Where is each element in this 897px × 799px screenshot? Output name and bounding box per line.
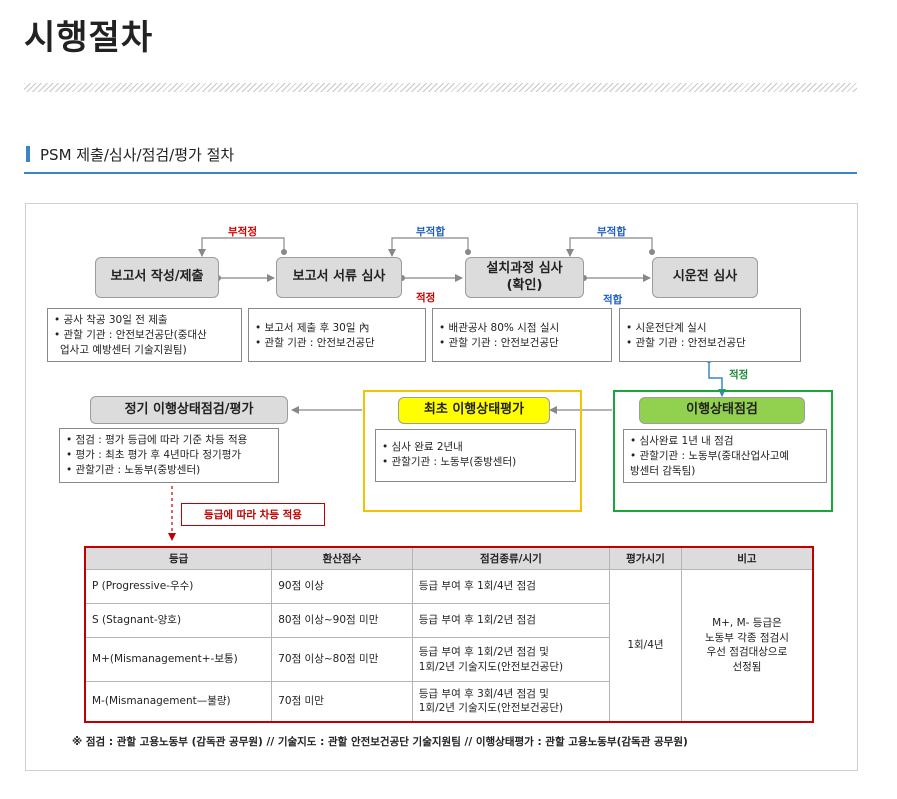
note-line: • 공사 착공 30일 전 제출 <box>54 314 168 326</box>
note-line: 업사고 예방센터 기술지원팀) <box>60 344 187 357</box>
cell-grade: M+(Mismanagement+-보통) <box>84 637 273 682</box>
table-row: S (Stagnant-양호) 80점 이상~90점 미만 등급 부여 후 1회… <box>84 603 813 638</box>
note-line: • 심사 완료 2년내 <box>382 441 463 453</box>
note-line: • 관할 기관 : 안전보건공단 <box>255 337 375 350</box>
note-line: • 시운전단계 실시 <box>626 322 707 334</box>
cell-check: 등급 부여 후 1회/2년 점검 <box>411 603 611 638</box>
remark-line: 우선 점검대상으로 <box>706 646 788 659</box>
cell-remarks: M+, M- 등급은 노동부 각종 점검시 우선 점검대상으로 선정됨 <box>680 569 814 722</box>
note-line: • 관할 기관 : 안전보건공단 <box>439 337 559 350</box>
label-pass-2: 적합 <box>603 294 623 306</box>
cell-check-line: 1회/2년 기술지도(안전보건공단) <box>418 660 564 673</box>
cell-check: 등급 부여 후 3회/4년 점검 및 1회/2년 기술지도(안전보건공단) <box>411 681 611 722</box>
cell-score: 80점 이상~90점 미만 <box>271 603 413 638</box>
cell-score: 70점 미만 <box>271 681 413 722</box>
table-row: P (Progressive-우수) 90점 이상 등급 부여 후 1회/4년 … <box>84 569 814 722</box>
step-regular-inspection: 정기 이행상태점검/평가 <box>90 396 288 424</box>
note-line: • 보고서 제출 후 30일 內 <box>255 322 370 334</box>
note-installation-review: • 배관공사 80% 시점 실시 • 관할 기관 : 안전보건공단 <box>432 308 612 362</box>
cell-score: 90점 이상 <box>271 569 413 604</box>
label-fail-2: 부적합 <box>416 226 445 238</box>
note-trial-run-review: • 시운전단계 실시 • 관할 기관 : 안전보건공단 <box>619 308 801 362</box>
cell-check-line: 등급 부여 후 1회/4년 점검 <box>418 580 536 593</box>
table-header-row: 등급 환산점수 점검종류/시기 평가시기 비고 <box>84 546 814 570</box>
cell-grade: P (Progressive-우수) <box>84 569 273 604</box>
cell-grade: M-(Mismanagement—불량) <box>84 681 273 722</box>
cell-check-line: 등급 부여 후 1회/2년 점검 <box>418 614 536 627</box>
col-header-grade: 등급 <box>84 546 273 570</box>
implementation-inspection-frame <box>613 390 833 512</box>
step-implementation-inspection-label: 이행상태점검 <box>686 402 758 418</box>
section-title: PSM 제출/심사/점검/평가 절차 <box>40 146 235 164</box>
note-report-submit: • 공사 착공 30일 전 제출 • 관할 기관 : 안전보건공단(중대산 업사… <box>47 308 242 362</box>
cell-check: 등급 부여 후 1회/4년 점검 <box>411 569 611 604</box>
note-line: • 심사완료 1년 내 점검 <box>630 435 734 447</box>
cell-check: 등급 부여 후 1회/2년 점검 및 1회/2년 기술지도(안전보건공단) <box>411 637 611 682</box>
section-marker <box>26 146 30 162</box>
step-installation-review-label: 설치과정 심사 <box>486 260 563 276</box>
step-first-evaluation: 최초 이행상태평가 <box>398 397 550 424</box>
col-header-score: 환산점수 <box>271 546 413 570</box>
note-implementation-inspection: • 심사완료 1년 내 점검 • 관할기관 : 노동부(중대산업사고예 방센터 … <box>623 429 827 483</box>
note-line: • 관할 기관 : 안전보건공단 <box>626 337 746 350</box>
note-line: • 점검 : 평가 등급에 따라 기준 차등 적용 <box>66 434 248 446</box>
col-header-check: 점검종류/시기 <box>411 546 611 570</box>
step-document-review: 보고서 서류 심사 <box>276 257 402 298</box>
note-line: • 관할기관 : 노동부(중방센터) <box>382 456 517 469</box>
remark-line: 노동부 각종 점검시 <box>704 631 789 644</box>
grade-differential-note: 등급에 따라 차등 적용 <box>181 503 325 526</box>
step-installation-review: 설치과정 심사 (확인) <box>465 257 584 298</box>
step-regular-inspection-label: 정기 이행상태점검/평가 <box>124 401 254 417</box>
page-title: 시행절차 <box>24 18 154 58</box>
table-row: M+(Mismanagement+-보통) 70점 이상~80점 미만 등급 부… <box>84 637 813 682</box>
cell-check-line: 등급 부여 후 1회/2년 점검 및 <box>418 645 549 658</box>
col-header-eval-period: 평가시기 <box>609 546 682 570</box>
note-first-evaluation: • 심사 완료 2년내 • 관할기관 : 노동부(중방센터) <box>375 429 576 482</box>
note-line: • 관할기관 : 노동부(중대산업사고예 <box>630 450 790 463</box>
section-header: PSM 제출/심사/점검/평가 절차 <box>24 142 857 174</box>
cell-grade: S (Stagnant-양호) <box>84 603 273 638</box>
step-report-submit-label: 보고서 작성/제출 <box>110 269 204 285</box>
step-trial-run-review-label: 시운전 심사 <box>672 269 738 285</box>
table-row: M-(Mismanagement—불량) 70점 미만 등급 부여 후 3회/4… <box>84 681 813 722</box>
note-line: • 관할 기관 : 안전보건공단(중대산 <box>54 329 207 342</box>
cell-check-line: 등급 부여 후 3회/4년 점검 및 <box>418 687 549 700</box>
note-regular-inspection: • 점검 : 평가 등급에 따라 기준 차등 적용 • 평가 : 최초 평가 후… <box>59 428 279 483</box>
remark-line: 선정됨 <box>732 660 762 673</box>
label-fail-3: 부적합 <box>597 226 626 238</box>
step-document-review-label: 보고서 서류 심사 <box>292 269 386 285</box>
hatch-divider <box>24 83 857 92</box>
step-installation-review-sub: (확인) <box>506 277 543 293</box>
first-evaluation-frame <box>363 390 582 512</box>
label-pass-1: 적정 <box>416 292 436 304</box>
label-fail-1: 부적정 <box>228 226 257 238</box>
step-implementation-inspection: 이행상태점검 <box>639 397 805 424</box>
remark-line: M+, M- 등급은 <box>712 616 782 629</box>
grade-table: 등급 환산점수 점검종류/시기 평가시기 비고 P (Progressive-우… <box>84 546 814 723</box>
step-report-submit: 보고서 작성/제출 <box>95 257 219 298</box>
step-first-evaluation-label: 최초 이행상태평가 <box>423 402 525 418</box>
label-pass-3: 적정 <box>729 369 749 381</box>
step-trial-run-review: 시운전 심사 <box>652 257 758 298</box>
note-line: • 관할기관 : 노동부(중방센터) <box>66 464 201 477</box>
cell-eval-period: 1회/4년 <box>609 569 682 722</box>
note-line: • 배관공사 80% 시점 실시 <box>439 322 560 334</box>
cell-check-line: 1회/2년 기술지도(안전보건공단) <box>418 702 564 715</box>
note-document-review: • 보고서 제출 후 30일 內 • 관할 기관 : 안전보건공단 <box>248 308 426 362</box>
cell-score: 70점 이상~80점 미만 <box>271 637 413 682</box>
col-header-remarks: 비고 <box>680 546 814 570</box>
note-line: 방센터 감독팀) <box>630 465 696 478</box>
grade-differential-note-text: 등급에 따라 차등 적용 <box>204 509 302 521</box>
note-line: • 평가 : 최초 평가 후 4년마다 정기평가 <box>66 449 242 462</box>
footnote: ※ 점검 : 관할 고용노동부 (감독관 공무원) // 기술지도 : 관할 안… <box>72 736 688 748</box>
